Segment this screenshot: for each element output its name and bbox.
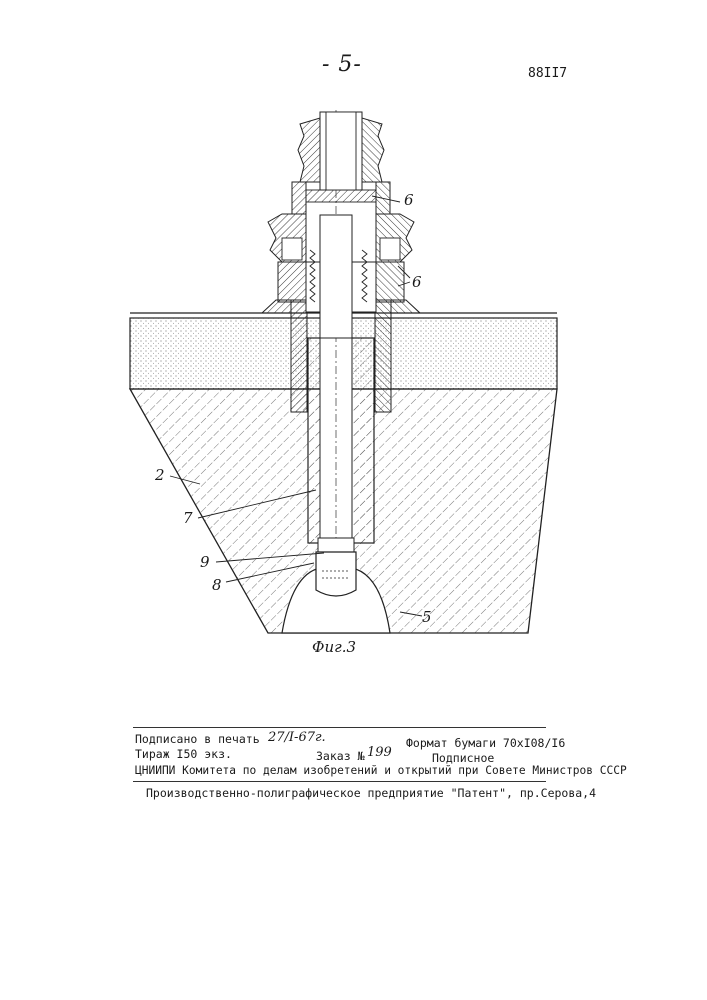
institute: ЦНИИПИ Комитета по делам изобретений и о… bbox=[135, 764, 627, 777]
subscription: Подписное bbox=[432, 751, 494, 765]
circulation: Тираж I50 экз. bbox=[135, 747, 232, 761]
signed-date: 27/I-67г. bbox=[268, 730, 326, 745]
signed-label: Подписано в печать bbox=[135, 732, 260, 746]
callout-9: 9 bbox=[200, 553, 210, 571]
order-number: 199 bbox=[367, 745, 392, 760]
callout-8: 8 bbox=[212, 576, 222, 594]
callout-6-upper: 6 bbox=[404, 191, 414, 209]
printer: Производственно-полиграфическое предприя… bbox=[146, 786, 596, 800]
imprint-rule-bottom bbox=[133, 781, 546, 782]
order-label: Заказ № bbox=[316, 749, 364, 763]
callout-5: 5 bbox=[422, 608, 432, 626]
figure-caption: Фиг.3 bbox=[312, 638, 356, 656]
callout-6-lower: 6 bbox=[412, 273, 422, 291]
imprint-rule-top bbox=[133, 727, 546, 728]
callout-2: 2 bbox=[154, 466, 165, 484]
callout-7: 7 bbox=[183, 509, 193, 527]
paper-format: Формат бумаги 70xI08/I6 bbox=[406, 736, 565, 750]
